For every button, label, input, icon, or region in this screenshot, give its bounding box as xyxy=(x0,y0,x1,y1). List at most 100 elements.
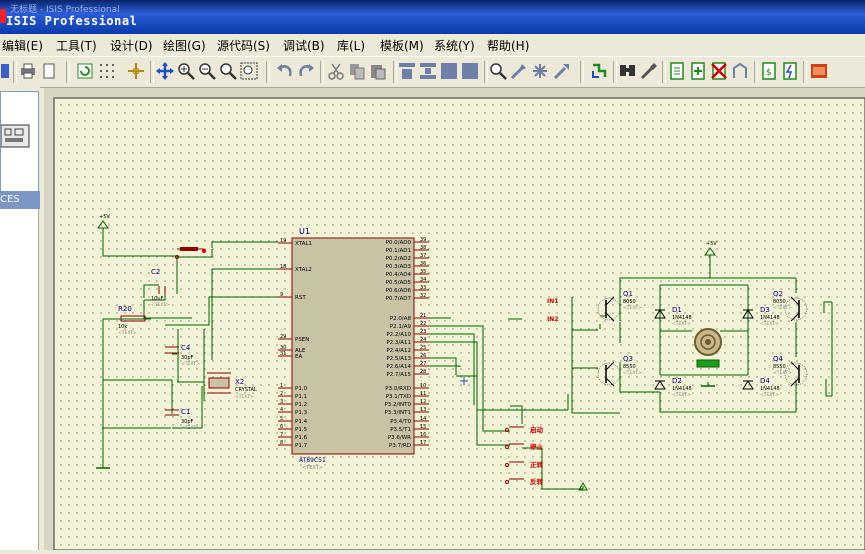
menu-library[interactable]: 库(L) xyxy=(337,39,366,53)
ic-pin-number: 35 xyxy=(420,269,426,275)
ic-u1-part: AT89C51 xyxy=(299,457,326,464)
add-sheet-icon[interactable] xyxy=(689,62,707,80)
ic-pin-label: P1.3 xyxy=(295,410,308,416)
ic-pin-label: PSEN xyxy=(295,337,309,343)
capacitor-c2-value: 10uF xyxy=(151,296,164,302)
paste-icon[interactable] xyxy=(369,62,387,80)
ic-pin-number: 6 xyxy=(280,424,283,430)
bill-of-materials-icon[interactable]: $ xyxy=(760,62,778,80)
ic-pin-number: 16 xyxy=(420,432,426,438)
crystal-x2-text: <TEXT> xyxy=(235,394,254,400)
power-5v-left-label: +5V xyxy=(99,214,110,220)
push-switch-terminal xyxy=(505,428,509,432)
property-assignment-icon[interactable] xyxy=(640,62,658,80)
pick-device-icon[interactable] xyxy=(489,62,507,80)
ic-pin-label: P2.2/A10 xyxy=(386,332,411,338)
ic-pin-label: P1.2 xyxy=(295,402,307,408)
push-switch-label: 停止 xyxy=(530,442,544,451)
print-icon[interactable] xyxy=(19,62,37,80)
ic-pin-number: 22 xyxy=(420,321,426,327)
ic-pin-label: XTAL1 xyxy=(295,241,312,247)
redo-icon[interactable] xyxy=(297,62,315,80)
block-move-icon[interactable] xyxy=(419,62,437,80)
copy-icon[interactable] xyxy=(348,62,366,80)
device-list[interactable] xyxy=(0,209,39,550)
ic-pin-number: 28 xyxy=(420,369,426,375)
title-bar: 无标题 - ISIS Professional ISIS Professiona… xyxy=(0,0,865,34)
zoom-area-icon[interactable] xyxy=(240,62,258,80)
menu-design[interactable]: 设计(D) xyxy=(110,39,153,53)
ic-pin-label: P3.2/INT0 xyxy=(384,402,411,408)
capacitor-c4-ref: C4 xyxy=(181,344,191,352)
ic-pin-label: P1.6 xyxy=(295,435,308,441)
ic-u1-body xyxy=(291,237,415,455)
crystal-x2-ref: X2 xyxy=(235,378,244,386)
toolbar-separator xyxy=(150,61,154,83)
pan-icon[interactable] xyxy=(156,62,174,80)
cut-icon[interactable] xyxy=(327,62,345,80)
diode-d2-text: <TEXT> xyxy=(672,392,691,398)
menu-debug[interactable]: 调试(B) xyxy=(283,39,325,53)
diode-d4-symbol xyxy=(742,380,754,390)
diode-d1-text: <TEXT> xyxy=(672,321,691,327)
menu-source[interactable]: 源代码(S) xyxy=(217,39,270,53)
exit-to-parent-icon[interactable] xyxy=(731,62,749,80)
packaging-tool-icon[interactable] xyxy=(531,62,549,80)
overview-window[interactable] xyxy=(0,91,39,193)
toolbar-separator xyxy=(320,61,324,83)
ic-pin-number: 37 xyxy=(420,253,426,259)
zoom-in-icon[interactable] xyxy=(177,62,195,80)
ic-pin-label: P0.3/AD3 xyxy=(386,264,412,270)
diode-d1-value: 1N4148 xyxy=(672,315,692,321)
ic-pin-number: 4 xyxy=(280,407,283,413)
area-icon[interactable] xyxy=(40,62,58,80)
toolbar-separator xyxy=(266,61,270,83)
block-copy-icon[interactable] xyxy=(398,62,416,80)
ic-pin-number: 5 xyxy=(280,416,283,422)
transistor-q1-ref: Q1 xyxy=(623,290,633,298)
toolbar-separator xyxy=(13,61,17,83)
diode-d2-value: 1N4148 xyxy=(672,386,692,392)
block-delete-icon[interactable] xyxy=(461,62,479,80)
menu-system[interactable]: 系统(Y) xyxy=(434,39,475,53)
electrical-rule-check-icon[interactable] xyxy=(781,62,799,80)
origin-icon[interactable] xyxy=(127,62,145,80)
block-rotate-icon[interactable] xyxy=(440,62,458,80)
transistor-q4-emitter xyxy=(790,377,800,387)
ic-pin-number: 9 xyxy=(280,292,283,298)
menu-tools[interactable]: 工具(T) xyxy=(56,39,97,53)
ic-pin-number: 23 xyxy=(420,329,426,335)
undo-icon[interactable] xyxy=(276,62,294,80)
make-device-icon[interactable] xyxy=(510,62,528,80)
ic-pin-number: 30 xyxy=(280,345,286,351)
transistor-q4-collector xyxy=(790,361,800,371)
menu-template[interactable]: 模板(M) xyxy=(380,39,424,53)
ic-pin-label: P3.7/RD xyxy=(389,443,411,449)
motor-indicator xyxy=(696,359,720,368)
toolbar-separator xyxy=(803,61,807,83)
remove-sheet-icon[interactable] xyxy=(710,62,728,80)
ic-pin-number: 3 xyxy=(280,399,283,405)
new-sheet-icon[interactable] xyxy=(668,62,686,80)
transistor-q1-text: <TEXT> xyxy=(623,305,642,311)
ares-icon[interactable] xyxy=(810,62,828,80)
grid-icon[interactable] xyxy=(98,62,116,80)
window-caption-faint: 无标题 - ISIS Professional xyxy=(10,5,120,15)
ic-pin-number: 18 xyxy=(280,264,286,270)
zoom-all-icon[interactable] xyxy=(219,62,237,80)
decompose-icon[interactable] xyxy=(552,62,570,80)
menu-edit[interactable]: 编辑(E) xyxy=(2,39,43,53)
zoom-out-icon[interactable] xyxy=(198,62,216,80)
menu-graph[interactable]: 绘图(G) xyxy=(163,39,206,53)
wire-autorouter-icon[interactable] xyxy=(590,62,608,80)
power-5v-left-symbol xyxy=(97,220,109,229)
diode-d3-value: 1N4148 xyxy=(760,315,780,321)
save-icon[interactable] xyxy=(0,62,18,80)
ic-pin-number: 38 xyxy=(420,245,426,251)
refresh-icon[interactable] xyxy=(76,62,94,80)
menu-help[interactable]: 帮助(H) xyxy=(487,39,530,53)
search-tag-icon[interactable] xyxy=(619,62,637,80)
toolbar-separator xyxy=(484,61,488,83)
